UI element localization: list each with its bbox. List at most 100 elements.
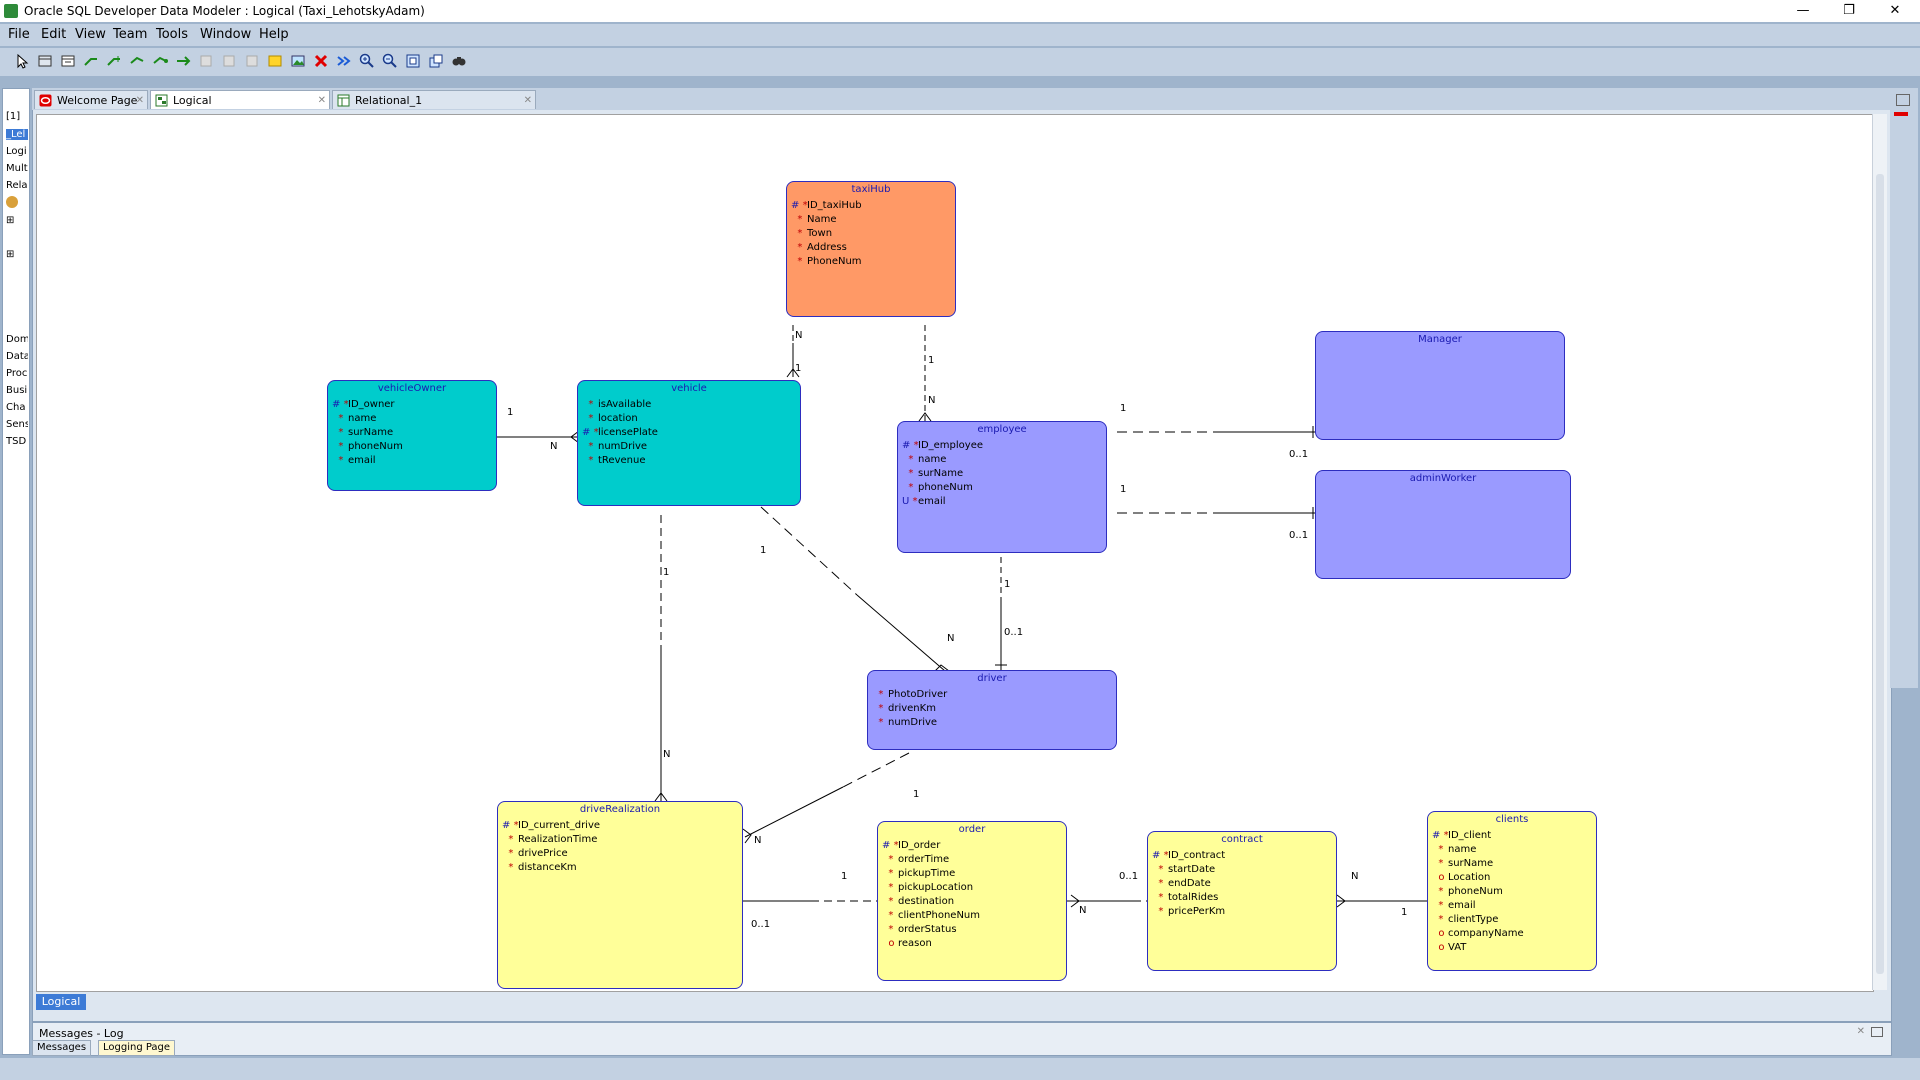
attribute: *totalRides (1152, 892, 1219, 903)
browser-item[interactable]: Data (6, 351, 28, 362)
cardinality-label: 0..1 (1289, 449, 1309, 460)
new-relation-11-icon[interactable] (106, 53, 122, 69)
cardinality-label: 0..1 (1289, 530, 1309, 541)
diagram-canvas[interactable]: N 1 1 N 1 N 1 0..1 1 0..1 1 1 0..1 1 N N… (36, 114, 1874, 992)
entity-order[interactable]: order # *ID_order *orderTime *pickupTime… (877, 821, 1067, 981)
entity-contract[interactable]: contract # *ID_contract *startDate *endD… (1147, 831, 1337, 971)
maximize-panel-icon[interactable] (1871, 1027, 1883, 1037)
browser-item[interactable]: Proc (6, 368, 28, 379)
attribute: *surName (1432, 858, 1494, 869)
attribute: *name (332, 413, 377, 424)
add-legend-disabled-icon[interactable] (221, 53, 237, 69)
entity-taxihub[interactable]: taxiHub # *ID_taxiHub *Name *Town *Addre… (786, 181, 956, 317)
close-tab-icon[interactable]: ✕ (523, 95, 532, 106)
select-pointer-icon[interactable] (14, 53, 30, 69)
add-picture-disabled-icon[interactable] (244, 53, 260, 69)
close-button[interactable]: ✕ (1889, 3, 1901, 18)
attribute: *email (1432, 900, 1476, 911)
menu-help[interactable]: Help (259, 27, 289, 42)
browser-item-selected[interactable]: _Lel (6, 129, 28, 140)
restore-button[interactable]: ❐ (1843, 3, 1855, 18)
browser-item[interactable]: TSD (6, 436, 27, 447)
zoom-out-icon[interactable] (382, 53, 398, 69)
attribute: *Address (791, 242, 847, 253)
tab-welcome-page[interactable]: Welcome Page ✕ (34, 90, 148, 109)
tab-logical-diagram[interactable]: Logical (36, 994, 86, 1010)
attribute: *destination (882, 896, 955, 907)
entity-adminworker[interactable]: adminWorker (1315, 470, 1571, 579)
expand-node-icon[interactable]: ⊞ (6, 249, 15, 260)
fit-screen-icon[interactable] (405, 53, 421, 69)
new-relation-identifying-icon[interactable] (152, 53, 168, 69)
cardinality-label: N (928, 395, 936, 406)
browser-item[interactable]: Busi (6, 385, 28, 396)
cardinality-label: 1 (1004, 579, 1011, 590)
relation-vehicle-driver (760, 506, 858, 596)
attribute: # *ID_taxiHub (791, 200, 862, 211)
browser-item[interactable]: Cha (6, 402, 26, 413)
note-icon[interactable] (267, 53, 283, 69)
crowfoot-marker (1070, 894, 1080, 908)
entity-vehicle[interactable]: vehicle *isAvailable *location # *licens… (577, 380, 801, 506)
cardinality-label: N (550, 441, 558, 452)
browser-item[interactable]: Logi (6, 146, 27, 157)
tab-logical[interactable]: Logical (Taxi_LehotskyAdam) ✕ (150, 90, 330, 126)
new-arc-icon[interactable] (175, 53, 191, 69)
find-icon[interactable] (451, 53, 467, 69)
browser-item[interactable]: Mult (6, 163, 28, 174)
close-tab-icon[interactable]: ✕ (135, 95, 144, 106)
tab-relational[interactable]: Relational_1 (Taxi_LehotskyAdam) ✕ (332, 90, 536, 126)
engineer-to-relational-icon[interactable] (336, 53, 352, 69)
menu-view[interactable]: View (75, 27, 106, 42)
minimize-button[interactable]: — (1796, 3, 1810, 18)
tab-logging-page[interactable]: Logging Page (98, 1040, 176, 1056)
new-entity-icon[interactable] (37, 53, 53, 69)
cardinality-label: N (1351, 871, 1359, 882)
attribute: *endDate (1152, 878, 1211, 889)
menu-window[interactable]: Window (200, 27, 252, 42)
add-note-disabled-icon[interactable] (198, 53, 214, 69)
browser-item[interactable]: [1] (6, 111, 21, 122)
entity-vehicleowner[interactable]: vehicleOwner # *ID_owner *name *surName … (327, 380, 497, 491)
menu-file[interactable]: File (8, 27, 30, 42)
tab-messages[interactable]: Messages (32, 1040, 92, 1056)
vertical-scrollbar[interactable] (1872, 114, 1887, 990)
scrollbar-thumb[interactable] (1876, 174, 1884, 974)
entity-driverealization[interactable]: driveRealization # *ID_current_drive *Re… (497, 801, 743, 989)
zoom-in-icon[interactable] (359, 53, 375, 69)
new-relation-1n-icon[interactable] (83, 53, 99, 69)
entity-driver[interactable]: driver *PhotoDriver *drivenKm *numDrive (867, 670, 1117, 750)
attribute: U *email (902, 496, 946, 507)
close-tab-icon[interactable]: ✕ (317, 95, 326, 106)
cardinality-label: 1 (913, 789, 920, 800)
picture-icon[interactable] (290, 53, 306, 69)
delete-icon[interactable] (313, 53, 329, 69)
close-panel-icon[interactable]: ✕ (1856, 1026, 1865, 1037)
cardinality-label: 1 (795, 363, 802, 374)
default-size-icon[interactable] (428, 53, 444, 69)
attribute: # *licensePlate (582, 427, 658, 438)
entity-manager[interactable]: Manager (1315, 331, 1565, 440)
menu-team[interactable]: Team (113, 27, 148, 42)
log-panel-title: Messages - Log (39, 1027, 124, 1040)
attribute: *PhoneNum (791, 256, 862, 267)
new-relation-nm-icon[interactable] (129, 53, 145, 69)
relationship-lines (497, 325, 1427, 908)
browser-item[interactable]: Sens (6, 419, 28, 430)
browser-item[interactable]: Dom (6, 334, 28, 345)
expand-node-icon[interactable]: ⊞ (6, 215, 15, 226)
browser-item[interactable]: Rela (6, 180, 28, 191)
new-view-icon[interactable] (60, 53, 76, 69)
tab-label: Welcome Page (57, 94, 138, 107)
attribute: # *ID_order (882, 840, 941, 851)
menu-tools[interactable]: Tools (156, 27, 189, 42)
cardinality-label: 1 (928, 355, 935, 366)
maximize-panel-icon[interactable] (1896, 94, 1910, 106)
entity-employee[interactable]: employee # *ID_employee *name *surName *… (897, 421, 1107, 553)
menu-edit[interactable]: Edit (41, 27, 67, 42)
crowfoot-marker (654, 792, 668, 802)
cardinality-label: 0..1 (1119, 871, 1139, 882)
